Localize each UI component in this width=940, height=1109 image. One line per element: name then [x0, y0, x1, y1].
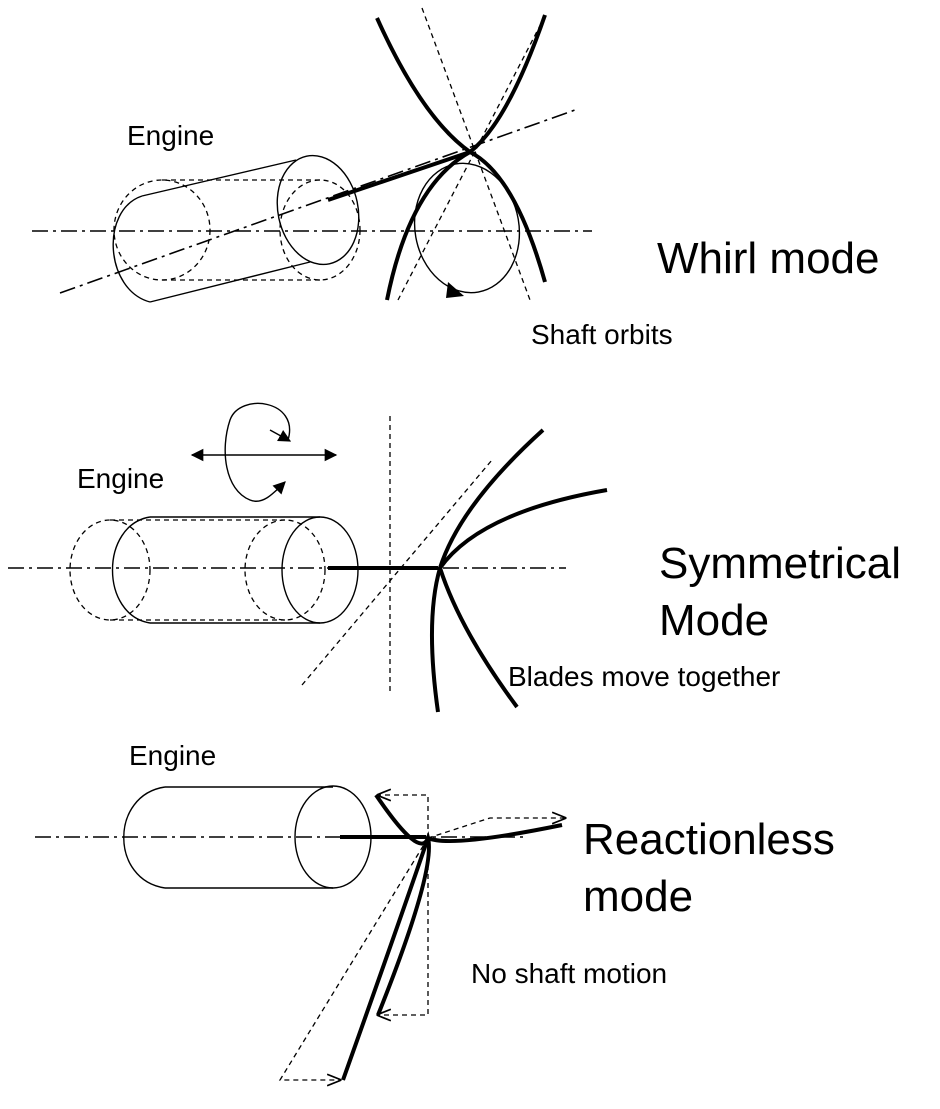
whirl-blade-ref-2 — [397, 15, 546, 301]
symmetrical-engine-dashed — [69, 519, 326, 621]
whirl-engine-cylinder — [112, 154, 360, 303]
symmetrical-panel — [8, 402, 608, 713]
whirl-shaft — [327, 150, 471, 202]
symmetrical-diagonal-ref — [301, 459, 493, 686]
symmetrical-engine-cylinder — [111, 516, 359, 624]
whirl-orbit-arrow — [446, 282, 464, 298]
symmetrical-engine-label: Engine — [77, 463, 165, 494]
rotation-arrow-head-top — [269, 429, 292, 442]
whirl-engine-label: Engine — [127, 120, 215, 151]
whirl-blade-2 — [385, 14, 547, 301]
reactionless-blade-2 — [341, 823, 563, 1081]
symmetrical-blade-2 — [437, 488, 608, 709]
whirl-panel — [32, 7, 592, 303]
whirl-mode-title: Whirl mode — [657, 234, 880, 283]
reactionless-note: No shaft motion — [471, 958, 668, 989]
reactionless-blade-1 — [374, 793, 431, 1016]
reactionless-mode-title-line2: mode — [583, 872, 694, 921]
whirl-orbit — [413, 162, 521, 294]
reactionless-ref-upper-right — [427, 818, 565, 839]
whirl-note: Shaft orbits — [531, 319, 673, 350]
rotation-arrow — [224, 402, 291, 502]
symmetrical-mode-title-line2: Mode — [659, 596, 770, 645]
reactionless-engine-cylinder — [123, 785, 372, 889]
reactionless-mode-title-line1: Reactionless — [583, 815, 835, 864]
reactionless-ref-lower-right — [278, 837, 429, 1080]
symmetrical-note: Blades move together — [508, 661, 781, 692]
reactionless-ref-lower-left — [378, 838, 429, 1015]
reactionless-engine-label: Engine — [129, 740, 217, 771]
reactionless-panel — [35, 785, 565, 1081]
symmetrical-mode-title-line1: Symmetrical — [659, 539, 902, 588]
whirl-tilted-axis — [59, 109, 576, 294]
reactionless-ref-upper-left — [378, 795, 429, 838]
